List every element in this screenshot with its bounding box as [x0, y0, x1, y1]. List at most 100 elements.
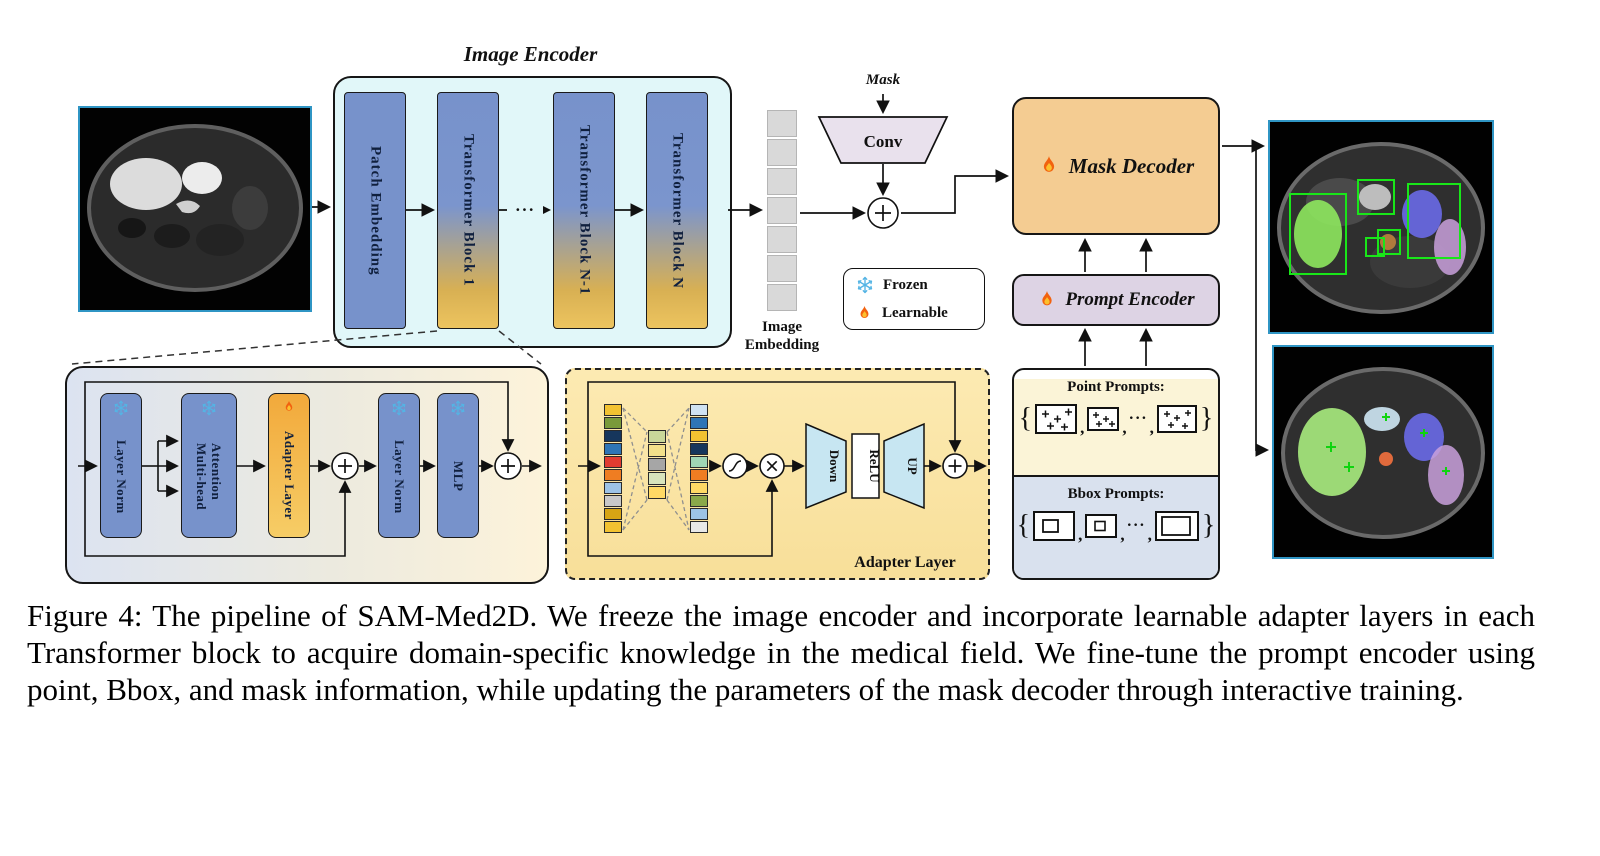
color-cell [648, 472, 666, 485]
flame-icon [1038, 155, 1060, 177]
color-cell [648, 444, 666, 457]
point-prompts-row: { , , ··· , } [1014, 399, 1218, 439]
prompt-encoder-label: Prompt Encoder [1065, 289, 1195, 310]
comma: , [1122, 418, 1127, 437]
snowflake-icon [113, 400, 129, 416]
color-cell [648, 430, 666, 443]
layer-norm-2-block: Layer Norm [378, 393, 420, 538]
image-embedding-tokens [767, 110, 797, 311]
output-image-bbox-result [1268, 120, 1494, 334]
color-cell [690, 443, 708, 455]
comma: , [1080, 418, 1085, 437]
transformer-block-n: Transformer Block N [646, 92, 708, 329]
transformer-block-n-label: Transformer Block N [669, 132, 686, 289]
adapter-layer-bar-label: Adapter Layer [282, 431, 297, 520]
color-cell [690, 456, 708, 468]
prompts-panel: Point Prompts: { , , ··· , [1012, 368, 1220, 580]
legend-frozen-row: Frozen [856, 276, 972, 294]
color-cell [604, 508, 622, 520]
add-node [867, 197, 899, 229]
image-embedding-label-line1: Image [762, 319, 802, 335]
ellipsis-between-blocks: ··· [507, 198, 543, 222]
transformer-block-n-1-label: Transformer Block N-1 [576, 125, 593, 296]
bbox-prompts-label: Bbox Prompts: [1067, 486, 1165, 502]
patch-embedding-block: Patch Embedding [344, 92, 406, 329]
adapter-layer-detail-box [565, 368, 990, 580]
point-prompt-chip [1156, 405, 1197, 433]
color-cell [690, 469, 708, 481]
mlp-label: MLP [451, 461, 466, 492]
point-prompts-section: Point Prompts: { , , ··· , [1014, 379, 1218, 475]
bbox-prompt-chip [1085, 514, 1118, 538]
color-cell [604, 482, 622, 494]
ellipsis: ··· [1126, 517, 1146, 534]
comma: , [1149, 418, 1154, 437]
legend: Frozen Learnable [843, 268, 985, 330]
snowflake-icon [391, 400, 407, 416]
color-cell [604, 417, 622, 429]
mlp-block: MLP [437, 393, 479, 538]
legend-learnable-label: Learnable [882, 305, 948, 321]
color-cell [648, 486, 666, 499]
color-cell [690, 508, 708, 520]
layer-norm-1-block: Layer Norm [100, 393, 142, 538]
color-cell [604, 456, 622, 468]
flame-icon [282, 400, 296, 414]
comma: , [1120, 525, 1125, 544]
output-image-point-result [1272, 345, 1494, 559]
adapter-input-vector [604, 404, 622, 533]
transformer-block-n-1: Transformer Block N-1 [553, 92, 615, 329]
ellipsis: ··· [1128, 410, 1148, 427]
color-cell [604, 443, 622, 455]
color-cell [690, 495, 708, 507]
mask-label: Mask [865, 72, 901, 88]
color-cell [604, 469, 622, 481]
color-cell [767, 197, 797, 224]
input-mri-image [78, 106, 312, 312]
multi-head-attention-label: Multi-head Attention [194, 443, 224, 510]
segmentation-bbox-illustration [1270, 122, 1492, 332]
adapter-bottleneck-vector [648, 430, 666, 499]
color-cell [604, 521, 622, 533]
color-cell [767, 168, 797, 195]
bbox-prompt-chip [1154, 511, 1199, 541]
comma: , [1078, 525, 1083, 544]
snowflake-icon [201, 400, 217, 416]
image-embedding-label: Image Embedding [717, 318, 847, 354]
color-cell [690, 521, 708, 533]
figure-caption: Figure 4: The pipeline of SAM-Med2D. We … [27, 598, 1535, 707]
open-brace: { [1016, 510, 1031, 541]
snowflake-icon [450, 400, 466, 416]
color-cell [767, 110, 797, 137]
color-cell [767, 226, 797, 253]
point-prompt-chip [1035, 404, 1078, 434]
close-brace: } [1201, 510, 1216, 541]
color-cell [648, 458, 666, 471]
conv-label: Conv [864, 132, 903, 151]
point-prompts-label: Point Prompts: [1067, 379, 1165, 395]
color-cell [604, 495, 622, 507]
adapter-output-vector [690, 404, 708, 533]
color-cell [690, 430, 708, 442]
mask-decoder-box: Mask Decoder [1012, 97, 1220, 235]
color-cell [604, 430, 622, 442]
mask-decoder-label: Mask Decoder [1068, 153, 1195, 178]
open-brace: { [1018, 403, 1033, 434]
color-cell [767, 139, 797, 166]
adapter-layer-block: Adapter Layer [268, 393, 310, 538]
bbox-prompts-section: Bbox Prompts: { , , ··· , [1014, 475, 1218, 578]
color-cell [690, 482, 708, 494]
flame-icon [1037, 290, 1057, 310]
bbox-prompt-chip [1033, 511, 1076, 541]
segmentation-point-illustration [1274, 347, 1492, 557]
color-cell [604, 404, 622, 416]
close-brace: } [1199, 403, 1214, 434]
flame-icon [856, 305, 873, 322]
multi-head-attention-block: Multi-head Attention [181, 393, 237, 538]
transformer-block-1: Transformer Block 1 [437, 92, 499, 329]
prompt-encoder-box: Prompt Encoder [1012, 274, 1220, 326]
image-embedding-label-line2: Embedding [744, 337, 820, 353]
transformer-block-1-label: Transformer Block 1 [460, 134, 477, 287]
mha-label-line2: Attention [209, 442, 224, 501]
